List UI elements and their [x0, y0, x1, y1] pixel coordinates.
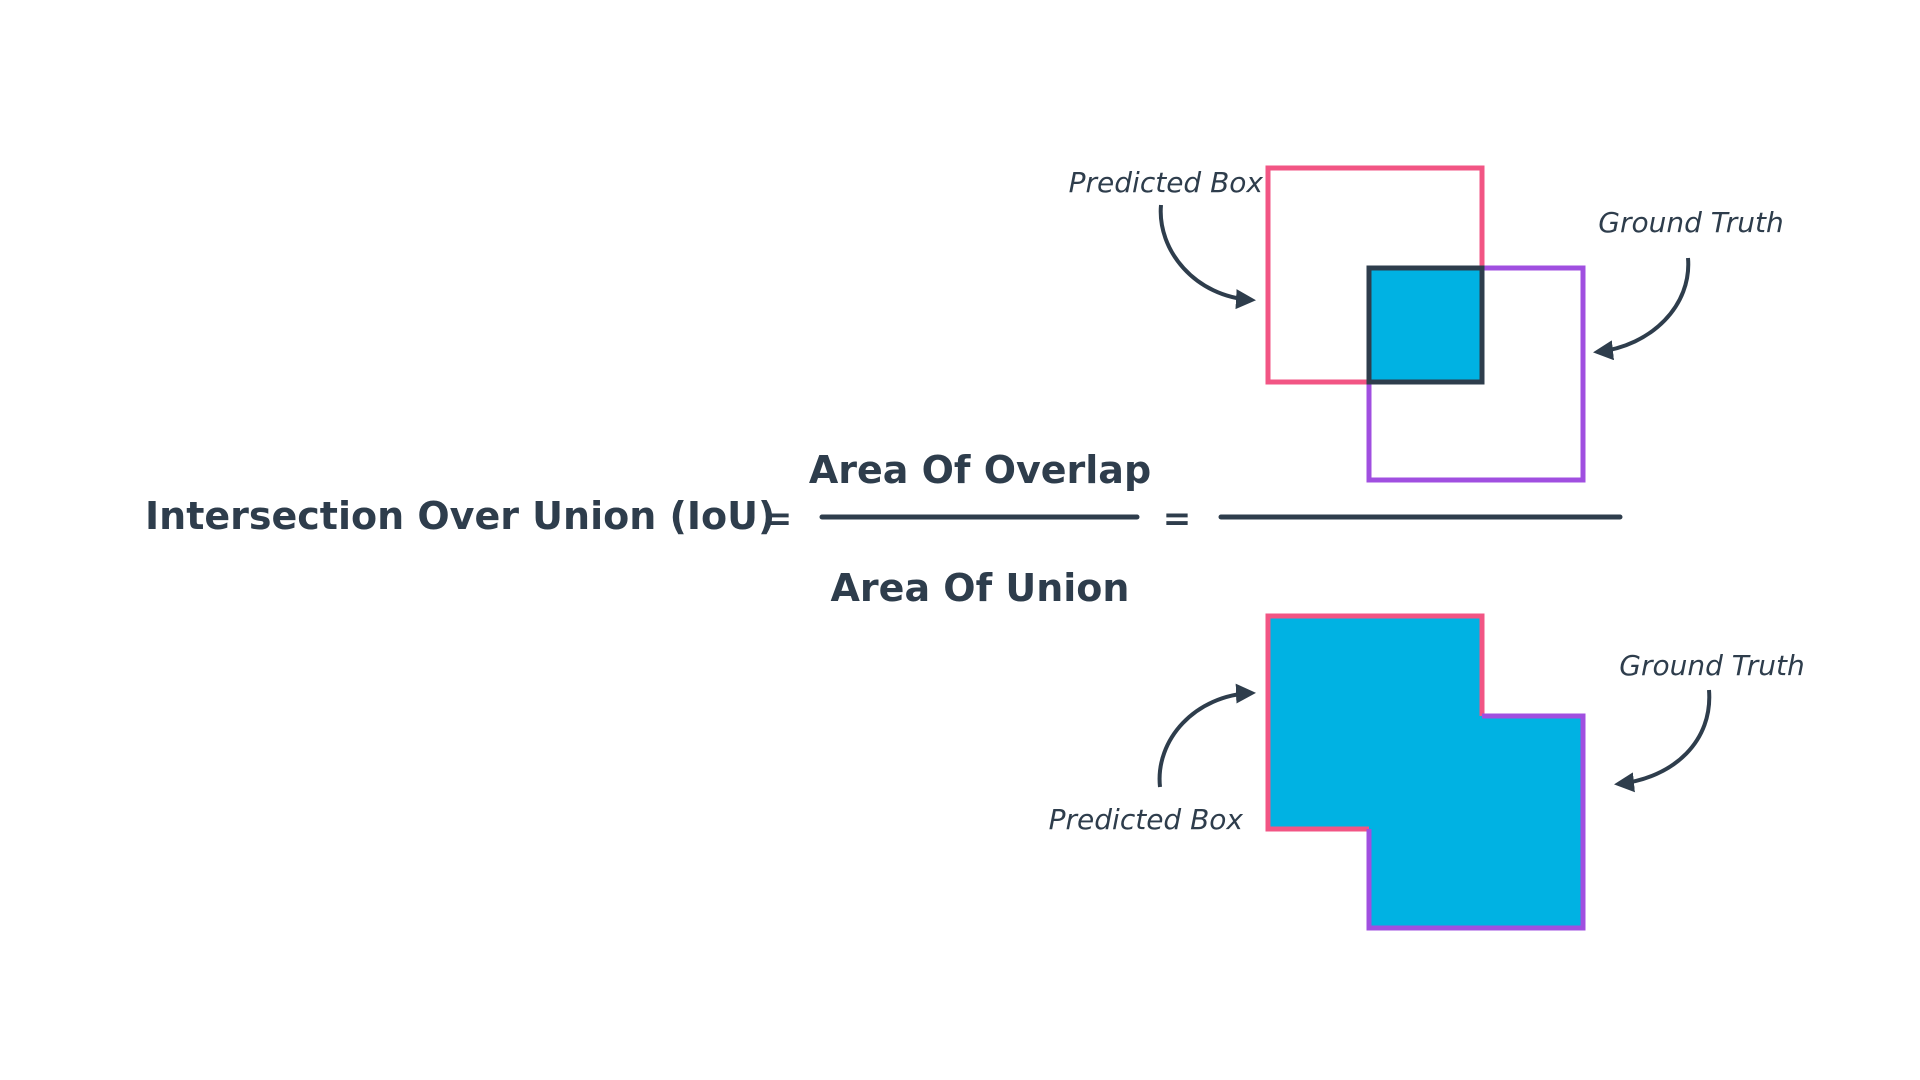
union-ground-truth-label: Ground Truth [1619, 649, 1804, 682]
union-predicted-outline [1265, 613, 1485, 832]
overlap-figure: Predicted Box Ground Truth [1069, 165, 1784, 483]
iou-title: Intersection Over Union (IoU) [145, 494, 775, 538]
denominator-label: Area Of Union [831, 566, 1130, 610]
union-region [1268, 616, 1583, 928]
union-ground-truth-outline [1366, 713, 1586, 931]
equals-sign-2: = [1163, 499, 1192, 539]
union-ground-truth-arrow [1614, 689, 1712, 793]
overlap-ground-truth-arrow [1593, 257, 1691, 361]
union-predicted-label: Predicted Box [1049, 803, 1244, 836]
equals-sign-1: = [764, 499, 793, 539]
union-predicted-arrow [1157, 683, 1256, 788]
union-figure: Predicted Box Ground Truth [1049, 613, 1805, 931]
overlap-predicted-label: Predicted Box [1069, 166, 1264, 199]
overlap-ground-truth-label: Ground Truth [1598, 206, 1783, 239]
overlap-region [1366, 265, 1485, 385]
overlap-predicted-arrow [1158, 204, 1256, 310]
numerator-label: Area Of Overlap [809, 448, 1151, 492]
